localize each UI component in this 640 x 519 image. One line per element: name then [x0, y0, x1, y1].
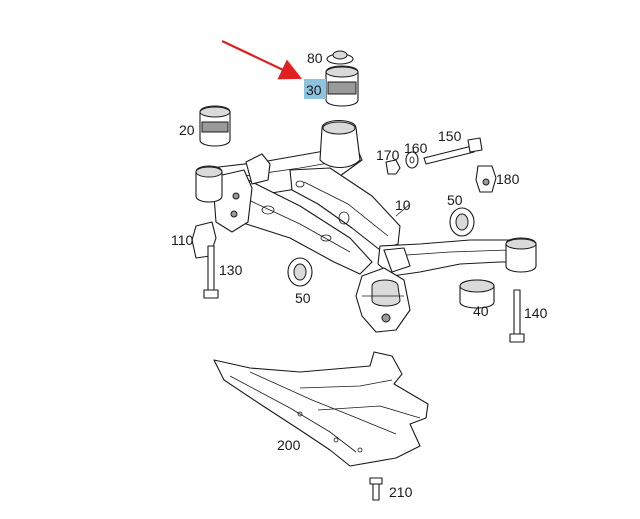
label-part-10[interactable]: 10 [395, 197, 411, 213]
part-30-bushing[interactable] [325, 65, 359, 107]
label-part-170[interactable]: 170 [376, 147, 400, 163]
label-part-50-right[interactable]: 50 [447, 192, 463, 208]
part-170-nut[interactable] [385, 159, 401, 175]
label-part-200[interactable]: 200 [277, 437, 301, 453]
label-part-180[interactable]: 180 [496, 171, 520, 187]
label-part-110[interactable]: 110 [171, 232, 194, 248]
part-150-bolt[interactable] [423, 137, 483, 165]
label-part-210[interactable]: 210 [389, 484, 413, 500]
label-part-40[interactable]: 40 [473, 303, 489, 319]
part-30-highlight [304, 79, 326, 99]
part-50-bushing-right[interactable] [449, 207, 475, 237]
label-part-50-left[interactable]: 50 [295, 290, 311, 306]
label-part-140[interactable]: 140 [524, 305, 548, 321]
leader-lines [395, 203, 411, 217]
part-140-bolt[interactable] [509, 289, 525, 343]
label-part-20[interactable]: 20 [179, 122, 195, 138]
part-130-bolt[interactable] [203, 245, 219, 299]
label-part-80[interactable]: 80 [307, 50, 323, 66]
part-200-underbody-shield[interactable] [213, 351, 429, 467]
part-210-fastener[interactable] [369, 477, 383, 501]
part-40-bushing[interactable] [459, 279, 495, 309]
part-160-washer[interactable] [405, 151, 419, 169]
subframe-assembly[interactable] [195, 119, 537, 333]
pointer-arrow [221, 40, 302, 80]
label-part-150[interactable]: 150 [438, 128, 462, 144]
part-20-bushing[interactable] [199, 105, 231, 147]
label-part-160[interactable]: 160 [404, 140, 428, 156]
part-180-bracket[interactable] [475, 165, 497, 193]
part-50-bushing-left[interactable] [287, 257, 313, 287]
part-80-cap[interactable] [326, 50, 354, 65]
label-part-30[interactable]: 30 [306, 82, 322, 98]
label-part-130[interactable]: 130 [219, 262, 243, 278]
